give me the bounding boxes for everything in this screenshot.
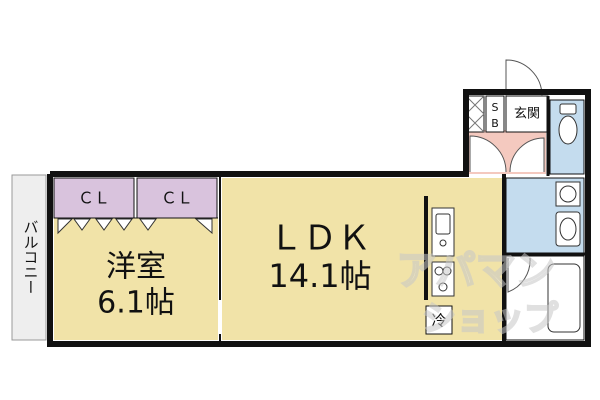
western-room-name: 洋室 — [106, 250, 166, 285]
room-door-gap — [218, 300, 222, 334]
shoe-box — [485, 95, 505, 133]
bath-door-swing — [507, 257, 531, 293]
svg-text:アパマン: アパマン — [396, 248, 555, 294]
closet-doors — [57, 218, 213, 235]
closet-right-label: ＣＬ — [161, 189, 193, 208]
western-room-size: 6.1帖 — [97, 286, 175, 321]
balcony-area — [11, 174, 47, 341]
entrance-door-arc-2 — [509, 137, 545, 173]
svg-text:ショップ: ショップ — [422, 299, 558, 339]
toilet-icon — [558, 103, 578, 145]
western-room-floor — [54, 218, 218, 340]
fridge-space — [425, 305, 453, 335]
balcony-label: バルコニー — [22, 220, 40, 295]
shoe-box-label-s: S — [492, 101, 499, 114]
sink-icon — [555, 211, 581, 247]
stove-icon — [431, 261, 455, 297]
bathtub-icon — [547, 263, 581, 333]
entrance-step — [505, 95, 549, 133]
ldk-size: 14.1帖 — [268, 257, 371, 295]
washing-machine-icon — [555, 181, 581, 207]
apamanshop-watermark: アパマン ショップ — [395, 247, 559, 340]
closet-left-label: ＣＬ — [78, 189, 110, 208]
storage-hatch-lines — [465, 95, 485, 133]
ldk-floor — [222, 178, 426, 340]
ldk-name: ＬＤＫ — [269, 219, 371, 259]
entrance-door-arc — [469, 135, 507, 173]
front-door-swing — [505, 59, 543, 97]
shoe-box-label-b: B — [491, 117, 499, 130]
kitchen-sink-icon — [431, 207, 455, 257]
fridge-label: 冷 — [431, 312, 446, 330]
entrance-label: 玄関 — [514, 107, 540, 122]
